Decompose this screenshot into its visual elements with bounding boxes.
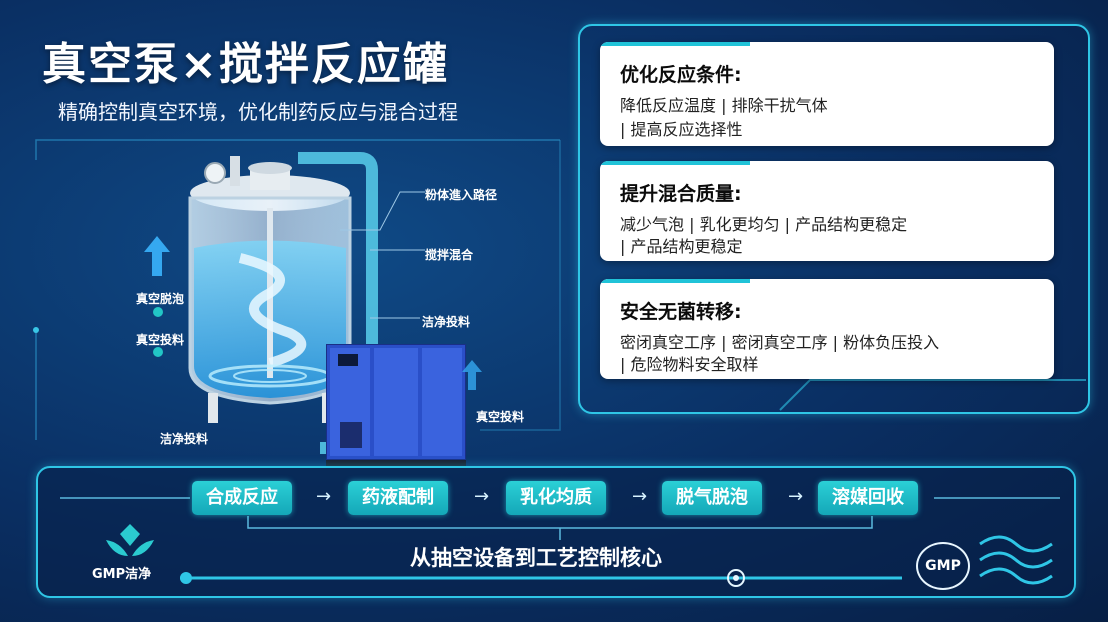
label-vacuum-degas: 真空脱泡 xyxy=(136,292,185,306)
arrow-right-icon: → xyxy=(788,486,804,507)
arrow-right-icon: → xyxy=(316,486,332,507)
card-title: 提升混合质量: xyxy=(620,183,742,205)
process-step-formulation: 药液配制 xyxy=(348,481,448,515)
arrow-up-icon xyxy=(144,236,170,276)
card-title: 优化反应条件: xyxy=(620,64,742,86)
card-line: 密闭真空工序 | 密闭真空工序 | 粉体负压投入 xyxy=(620,333,940,352)
gmp-leaf-icon xyxy=(106,524,154,556)
benefit-card-transfer: 安全无菌转移: 密闭真空工序 | 密闭真空工序 | 粉体负压投入 | 危险物料安… xyxy=(600,279,1054,379)
label-clean-feed-right: 洁净投料 xyxy=(422,315,471,329)
benefits-panel-frame xyxy=(578,24,1090,414)
label-vacuum-feed-right: 真空投料 xyxy=(476,410,525,424)
airflow-icon xyxy=(979,535,1053,585)
label-stir-mix: 搅拌混合 xyxy=(425,248,474,262)
arrow-up-icon xyxy=(462,360,482,390)
card-line: | 产品结构更稳定 xyxy=(620,237,743,256)
gmp-clean-label: GMP洁净 xyxy=(92,567,152,582)
label-clean-feed-bottom: 洁净投料 xyxy=(160,432,209,446)
vacuum-pump-cabinet xyxy=(326,344,466,466)
benefit-card-reaction: 优化反应条件: 降低反应温度 | 排除干扰气体 | 提高反应选择性 xyxy=(600,42,1054,146)
card-title: 安全无菌转移: xyxy=(620,301,742,323)
card-line: 降低反应温度 | 排除干扰气体 xyxy=(620,96,828,115)
process-step-degas: 脱气脱泡 xyxy=(662,481,762,515)
benefit-card-mixing: 提升混合质量: 减少气泡 | 乳化更均匀 | 产品结构更稳定 | 产品结构更稳定 xyxy=(600,161,1054,261)
arrow-right-icon: → xyxy=(474,486,490,507)
label-powder-path: 粉体進入路径 xyxy=(425,188,498,202)
card-line: | 提高反应选择性 xyxy=(620,120,743,139)
process-step-emulsify: 乳化均质 xyxy=(506,481,606,515)
label-vacuum-feed-left: 真空投料 xyxy=(136,333,185,347)
page-title: 真空泵×搅拌反应罐 xyxy=(42,39,449,90)
card-line: 减少气泡 | 乳化更均匀 | 产品结构更稳定 xyxy=(620,215,908,234)
arrow-right-icon: → xyxy=(632,486,648,507)
process-step-solvent-recovery: 溶媒回收 xyxy=(818,481,918,515)
process-core-text: 从抽空设备到工艺控制核心 xyxy=(410,546,662,570)
label-dot-markers xyxy=(153,307,163,357)
leader-lines xyxy=(340,191,425,319)
card-line: | 危险物料安全取样 xyxy=(620,355,759,374)
page-subtitle: 精确控制真空环境，优化制药反应与混合过程 xyxy=(58,100,458,124)
gmp-badge: GMP xyxy=(916,542,970,590)
process-step-synthesis: 合成反应 xyxy=(192,481,292,515)
reactor-tank-illustration xyxy=(188,152,378,454)
